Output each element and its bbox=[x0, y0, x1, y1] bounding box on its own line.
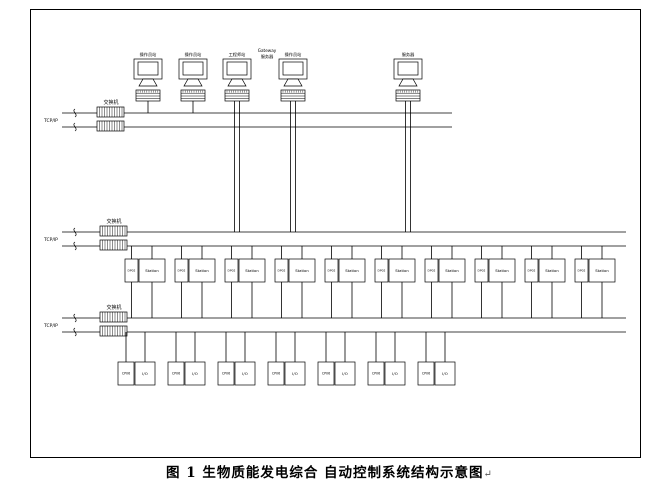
io-left-label: CP06 bbox=[172, 372, 180, 376]
hub-switch bbox=[224, 89, 250, 102]
io-left-box bbox=[417, 361, 435, 386]
io-left-box bbox=[317, 361, 335, 386]
controller-left-label: DP02 bbox=[128, 269, 136, 273]
io-left-box bbox=[217, 361, 235, 386]
switch-label: 交换机 bbox=[106, 304, 121, 311]
ethernet-switch-box bbox=[96, 120, 125, 132]
io-left-box bbox=[167, 361, 185, 386]
controller-left-label: DP02 bbox=[528, 269, 536, 273]
hub-switch bbox=[395, 89, 421, 102]
workstation-label: 操作员站 bbox=[140, 51, 157, 58]
controller-right-label: Station bbox=[195, 268, 209, 273]
switch-label: 交换机 bbox=[106, 218, 121, 225]
io-right-label: I/O bbox=[192, 371, 197, 376]
io-left-label: CP06 bbox=[122, 372, 130, 376]
monitor-base bbox=[138, 78, 158, 87]
tcpip-label: TCP/IP bbox=[43, 323, 58, 329]
monitor-base bbox=[183, 78, 203, 87]
controller-right-label: Station bbox=[395, 268, 409, 273]
controller-right-label: Station bbox=[595, 268, 609, 273]
switch-label: 交换机 bbox=[103, 99, 118, 106]
io-right-box bbox=[384, 361, 406, 386]
io-right-label: I/O bbox=[142, 371, 147, 376]
controller-left-label: DP02 bbox=[178, 269, 186, 273]
controller-left-label: DP02 bbox=[278, 269, 286, 273]
io-right-box bbox=[334, 361, 356, 386]
ethernet-switch-box bbox=[99, 225, 128, 237]
controller-right-label: Station bbox=[245, 268, 259, 273]
io-left-label: CP06 bbox=[372, 372, 380, 376]
io-right-label: I/O bbox=[342, 371, 347, 376]
io-right-label: I/O bbox=[442, 371, 447, 376]
workstation-label: 操作员站 bbox=[185, 51, 202, 58]
controller-right-label: Station bbox=[545, 268, 559, 273]
controller-left-label: DP02 bbox=[578, 269, 586, 273]
bus-break-squiggle bbox=[73, 108, 77, 118]
io-right-box bbox=[434, 361, 456, 386]
workstation-label: 服务器 bbox=[402, 51, 415, 58]
io-left-label: CP06 bbox=[322, 372, 330, 376]
io-right-label: I/O bbox=[392, 371, 397, 376]
bus-break-squiggle bbox=[73, 241, 77, 251]
bus-break-squiggle bbox=[73, 313, 77, 323]
io-left-box bbox=[267, 361, 285, 386]
controller-right-label: Station bbox=[445, 268, 459, 273]
monitor-base bbox=[227, 78, 247, 87]
bus-break-squiggle bbox=[73, 122, 77, 132]
monitor-screen bbox=[182, 61, 204, 76]
io-right-label: I/O bbox=[292, 371, 297, 376]
figure-caption-text: 图 1 生物质能发电综合 自动控制系统结构示意图 bbox=[166, 465, 484, 481]
controller-left-label: DP02 bbox=[328, 269, 336, 273]
io-right-label: I/O bbox=[242, 371, 247, 376]
controller-left-label: DP02 bbox=[228, 269, 236, 273]
ethernet-switch-box bbox=[99, 239, 128, 251]
bus-break-squiggle bbox=[73, 327, 77, 337]
diagram-border bbox=[30, 9, 641, 458]
monitor-base bbox=[398, 78, 418, 87]
figure-caption: 图 1 生物质能发电综合 自动控制系统结构示意图↵ bbox=[0, 461, 658, 481]
io-right-box bbox=[234, 361, 256, 386]
controller-right-label: Station bbox=[145, 268, 159, 273]
monitor-screen bbox=[137, 61, 159, 76]
controller-right-label: Station bbox=[495, 268, 509, 273]
monitor-screen bbox=[397, 61, 419, 76]
controller-left-label: DP02 bbox=[478, 269, 486, 273]
controller-right-label: Station bbox=[345, 268, 359, 273]
ethernet-switch-box bbox=[99, 311, 128, 323]
bus-break-squiggle bbox=[73, 227, 77, 237]
workstation-label: 操作员站 bbox=[285, 51, 302, 58]
io-right-box bbox=[134, 361, 156, 386]
hub-switch bbox=[135, 89, 161, 102]
io-left-label: CP06 bbox=[422, 372, 430, 376]
paragraph-mark: ↵ bbox=[483, 469, 492, 480]
monitor-screen bbox=[226, 61, 248, 76]
tcpip-label: TCP/IP bbox=[43, 237, 58, 243]
io-right-box bbox=[184, 361, 206, 386]
tcpip-label: TCP/IP bbox=[43, 118, 58, 124]
controller-left-label: DP02 bbox=[378, 269, 386, 273]
workstation-label: 工程师站 bbox=[229, 51, 246, 58]
monitor-screen bbox=[282, 61, 304, 76]
gateway-label: Gateway bbox=[258, 48, 277, 53]
ethernet-switch-box bbox=[96, 106, 125, 118]
gateway-label: 服务器 bbox=[261, 53, 274, 60]
ethernet-switch-box bbox=[99, 325, 128, 337]
hub-switch bbox=[180, 89, 206, 102]
io-left-box bbox=[117, 361, 135, 386]
hub-switch bbox=[280, 89, 306, 102]
io-left-box bbox=[367, 361, 385, 386]
diagram-svg: 交换机 TCP/IP 交换机 TCP/IP 交换机 TCP/IP 操作员站 操作员站 工程师站 操… bbox=[30, 9, 641, 458]
controller-right-label: Station bbox=[295, 268, 309, 273]
monitor-base bbox=[283, 78, 303, 87]
io-right-box bbox=[284, 361, 306, 386]
io-left-label: CP06 bbox=[222, 372, 230, 376]
controller-left-label: DP02 bbox=[428, 269, 436, 273]
io-left-label: CP06 bbox=[272, 372, 280, 376]
